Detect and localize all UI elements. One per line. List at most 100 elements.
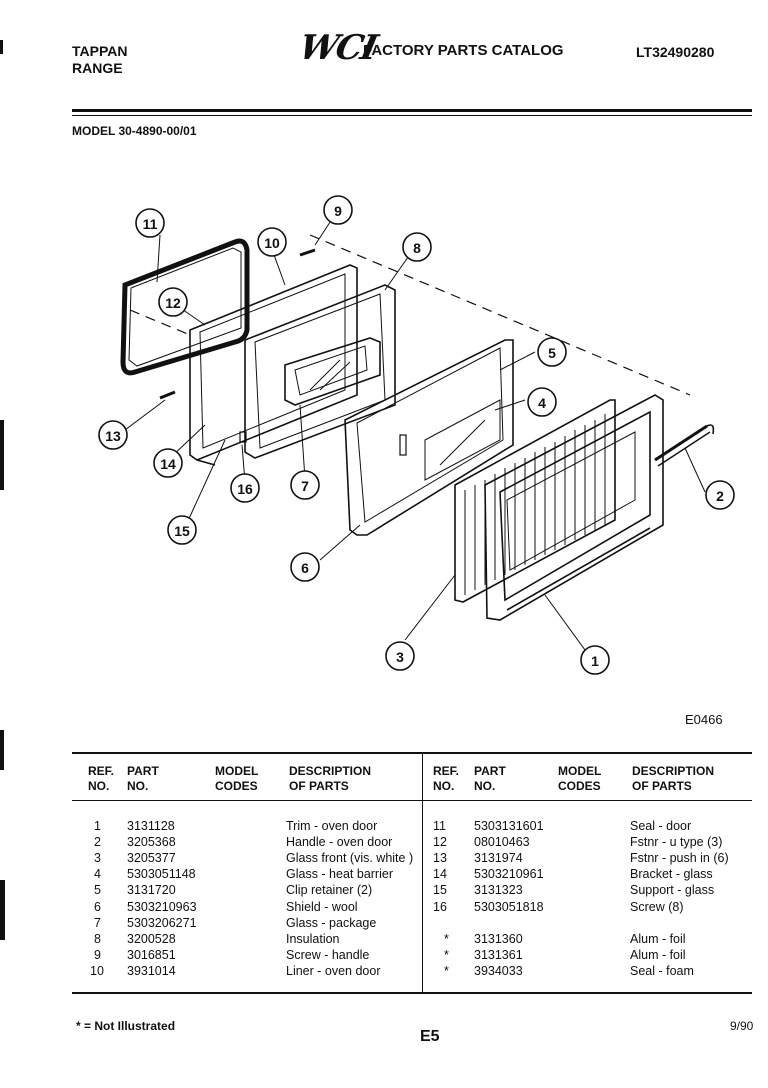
callout-2: 2 [716,488,724,504]
glass-package-part [284,337,381,406]
part-no: 3131128 [127,819,175,833]
brand-line-1: TAPPAN [72,43,128,59]
header-part-no: PART NO. [127,764,159,793]
part-no: 5303206271 [127,916,197,930]
oven-door-trim-part [484,394,664,621]
part-no: 5303051818 [474,900,544,914]
brand-line-2: RANGE [72,60,123,76]
header-description: DESCRIPTION OF PARTS [632,764,715,793]
description: Trim - oven door [286,819,378,833]
not-illustrated-note: * = Not Illustrated [76,1019,176,1033]
part-no: 5303051148 [127,867,196,881]
ref-no: 14 [433,867,447,881]
ref-no: 3 [94,851,101,865]
part-no: 3931014 [127,964,176,978]
document-number: LT32490280 [636,44,715,60]
description: Liner - oven door [286,964,381,978]
part-no: 3200528 [127,932,176,946]
description: Handle - oven door [286,835,393,849]
wool-shield-part [344,339,514,536]
callout-14: 14 [160,456,176,472]
header-ref-no: REF. NO. [88,764,115,793]
description: Alum - foil [630,932,686,946]
ref-no: 8 [94,932,101,946]
callout-13: 13 [105,428,121,444]
part-no: 3131360 [474,932,523,946]
header-rule-thin [72,115,752,116]
page-code: E5 [420,1028,440,1045]
description: Clip retainer (2) [286,883,373,897]
callout-16: 16 [237,481,253,497]
part-no: 5303210961 [474,867,544,881]
header-part-no: PART NO. [474,764,506,793]
description: Support - glass [630,883,715,897]
ref-no: * [444,964,449,978]
callout-9: 9 [334,203,342,219]
table-column-divider [422,754,423,992]
ref-no: 4 [94,867,101,881]
ref-no: 1 [94,819,101,833]
description: Glass - package [286,916,377,930]
description: Fstnr - u type (3) [630,835,723,849]
part-no: 5303131601 [474,819,544,833]
exploded-parts-diagram: 1 2 3 4 5 6 7 8 9 10 11 12 13 14 15 16 [98,195,735,675]
scan-edge-mark [0,40,3,54]
callout-7: 7 [301,478,309,494]
description: Glass front (vis. white ) [286,851,414,865]
glass-front-part [454,399,616,603]
callout-15: 15 [174,523,190,539]
callout-6: 6 [301,560,309,576]
part-no: 3131361 [474,948,523,962]
part-no: 3934033 [474,964,523,978]
callout-5: 5 [548,345,556,361]
part-no: 3131323 [474,883,523,897]
callout-10: 10 [264,235,280,251]
ref-no: 6 [94,900,101,914]
model-number: MODEL 30-4890-00/01 [72,124,197,138]
header-description: DESCRIPTION OF PARTS [289,764,372,793]
header-ref-no: REF. NO. [433,764,460,793]
part-no: 3131720 [127,883,176,897]
part-no: 08010463 [474,835,530,849]
description: Fstnr - push in (6) [630,851,729,865]
callout-1: 1 [591,653,599,669]
ref-no: 15 [433,883,447,897]
ref-no: 9 [94,948,101,962]
part-no: 5303210963 [127,900,197,914]
door-seal-part [120,238,250,376]
ref-no: 5 [94,883,101,897]
scan-edge-mark [0,420,4,490]
ref-no: 13 [433,851,447,865]
callout-3: 3 [396,649,404,665]
part-no: 3205368 [127,835,176,849]
brand-name: TAPPAN RANGE [72,43,127,77]
callout-8: 8 [413,240,421,256]
callout-11: 11 [143,216,158,232]
callout-12: 12 [165,295,181,311]
description: Seal - door [630,819,692,833]
header-rule [72,109,752,112]
header-model-codes: MODEL CODES [558,764,602,793]
header-model-codes: MODEL CODES [215,764,259,793]
scan-edge-mark [0,880,5,940]
date-code: 9/90 [730,1019,754,1033]
table-header-rule [72,800,752,801]
part-no: 3131974 [474,851,523,865]
ref-no: * [444,932,449,946]
part-no: 3205377 [127,851,176,865]
description: Glass - heat barrier [286,867,393,881]
catalog-title: FACTORY PARTS CATALOG [363,42,564,59]
ref-no: * [444,948,449,962]
table-top-rule [72,752,752,754]
description: Seal - foam [630,964,694,978]
oven-door-handle-part [654,424,715,467]
figure-code: E0466 [685,712,723,727]
part-no: 3016851 [127,948,176,962]
description: Alum - foil [630,948,686,962]
description: Screw (8) [630,900,684,914]
ref-no: 12 [433,835,447,849]
description: Shield - wool [286,900,358,914]
description: Bracket - glass [630,867,713,881]
scan-edge-mark [0,730,4,770]
door-liner-part [189,264,358,466]
